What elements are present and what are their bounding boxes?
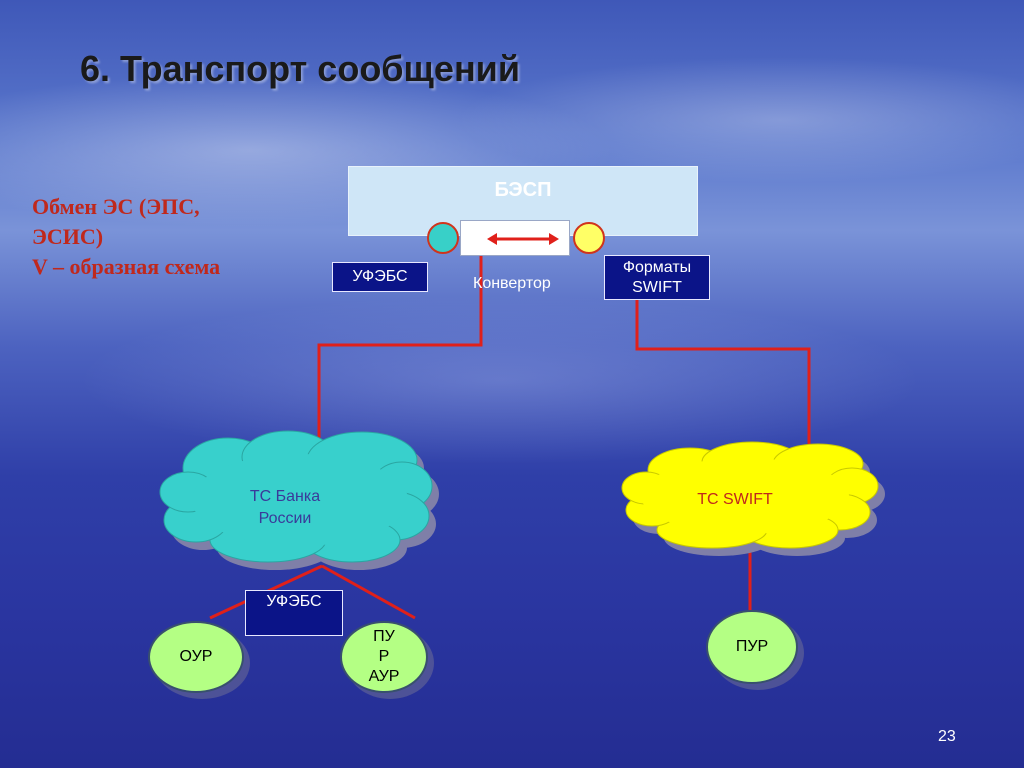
- node-our: ОУР: [148, 621, 244, 693]
- slide-title: 6. Транспорт сообщений: [80, 48, 520, 89]
- port-left: [427, 222, 459, 254]
- swift-formats-label: Форматы SWIFT: [604, 255, 710, 300]
- node-pur-aur: ПУ Р АУР: [340, 621, 428, 693]
- node-pur-aur-line-2: Р: [378, 648, 390, 665]
- cloud-ts-bank-russia: [159, 430, 439, 570]
- subtitle-line-2: ЭСИС): [32, 224, 104, 249]
- node-pur: ПУР: [706, 610, 798, 684]
- converter-box: [460, 220, 570, 256]
- cloud-ts-swift: [621, 441, 885, 556]
- node-pur-aur-line-3: АУР: [368, 668, 400, 685]
- slide-subtitle: Обмен ЭС (ЭПС, ЭСИС) V – образная схема: [32, 192, 220, 282]
- besp-label: БЭСП: [494, 179, 552, 201]
- connector-ufebs-to-ts-bank: [317, 256, 483, 452]
- ts-swift-label: ТС SWIFT: [697, 491, 773, 508]
- port-right: [573, 222, 605, 254]
- ts-bank-russia-label: ТС Банка России: [249, 488, 321, 527]
- node-pur-aur-line-1: ПУ: [373, 628, 395, 645]
- converter-arrow-icon: [487, 233, 559, 245]
- ufebs-label-bottom: УФЭБС: [245, 590, 343, 636]
- converter-label: Конвертор: [473, 275, 551, 292]
- subtitle-line-1: Обмен ЭС (ЭПС,: [32, 194, 200, 219]
- ufebs-label-top: УФЭБС: [332, 262, 428, 292]
- connector-ts-bank-to-pur-aur: [321, 564, 416, 620]
- connector-swift-to-ts-swift: [635, 298, 811, 452]
- page-number: 23: [938, 728, 956, 745]
- subtitle-line-3: V – образная схема: [32, 254, 221, 279]
